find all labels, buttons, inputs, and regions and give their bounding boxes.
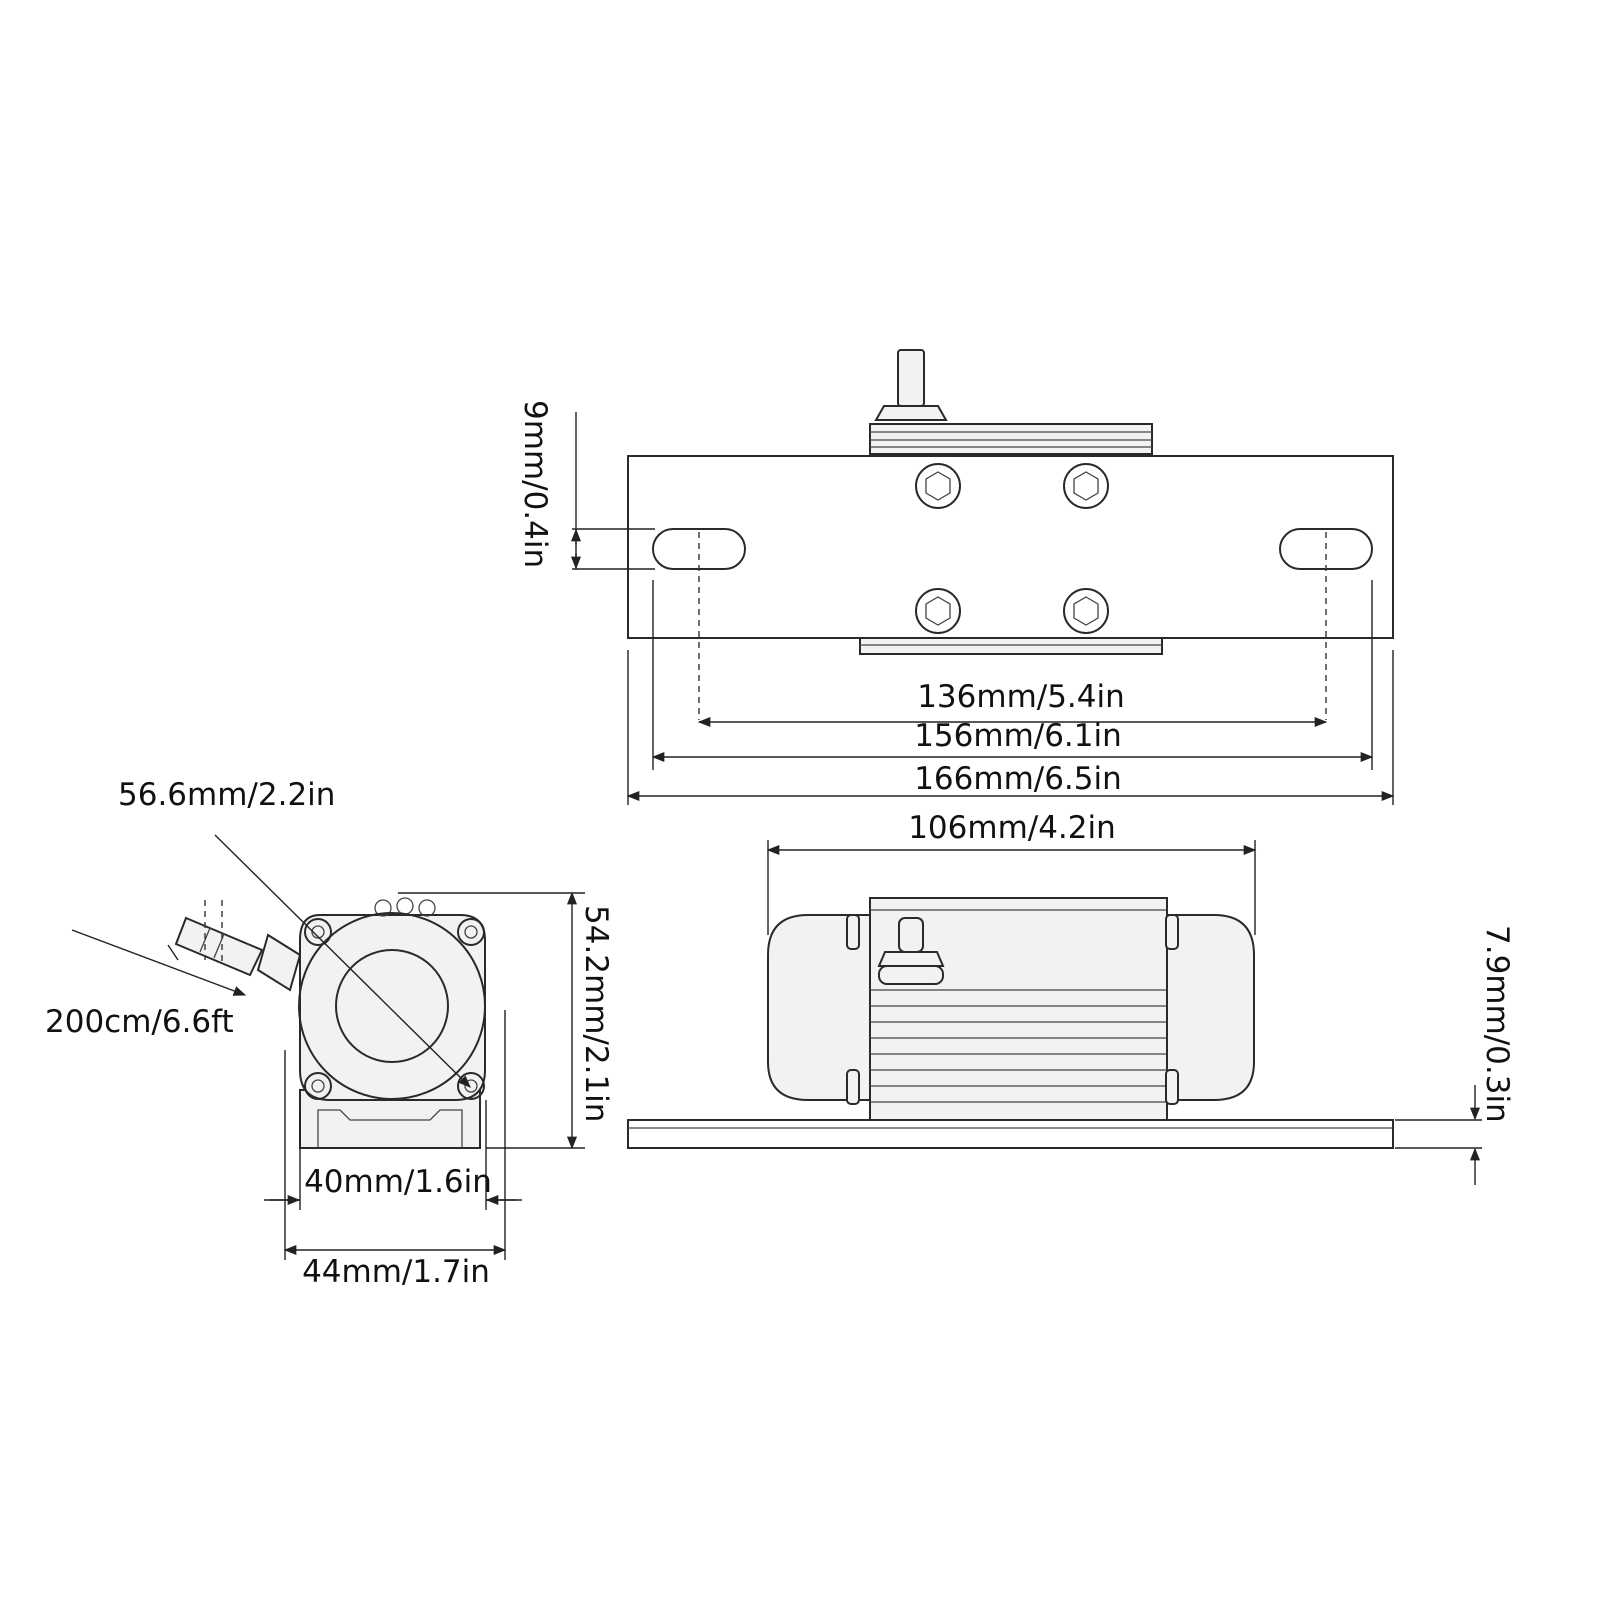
mounting-plate	[627, 455, 1394, 639]
dim-end-outer-width: 44mm/1.7in	[302, 1254, 490, 1290]
end-view: 56.6mm/2.2in 200cm/6.6ft 54.2mm/2.1in 40…	[45, 777, 614, 1290]
dim-end-height: 54.2mm/2.1in	[578, 905, 614, 1122]
end-outer-ring	[298, 912, 486, 1100]
motor-end-cap-right	[1151, 914, 1255, 1101]
dim-plate-length: 166mm/6.5in	[914, 761, 1122, 797]
side-base-plate	[627, 1119, 1394, 1149]
cable-gland	[256, 933, 302, 992]
dim-slot-width: 9mm/0.4in	[517, 400, 553, 568]
dim-plate-thickness: 7.9mm/0.3in	[1479, 925, 1515, 1123]
top-view: 9mm/0.4in 136mm/5.4in 156mm/6.1in 166mm/…	[517, 349, 1395, 805]
end-inner-bore	[335, 949, 449, 1063]
bolt-hole	[915, 463, 961, 509]
top-housing-strip	[869, 423, 1153, 455]
side-view: 106mm/4.2in 7.9mm/0.3in	[627, 810, 1515, 1185]
side-terminal-post	[898, 917, 924, 953]
dim-cable-length: 200cm/6.6ft	[45, 1004, 234, 1040]
bolt-hole	[1063, 463, 1109, 509]
motor-end-cap-left	[767, 914, 871, 1101]
dim-end-inner-width: 40mm/1.6in	[304, 1164, 492, 1200]
bolt-hole	[915, 588, 961, 634]
bolt-hole	[1063, 588, 1109, 634]
dim-slot-outer-spacing: 156mm/6.1in	[914, 718, 1122, 754]
dim-motor-length: 106mm/4.2in	[908, 810, 1116, 846]
dim-hole-spacing: 136mm/5.4in	[917, 679, 1125, 715]
dim-flange-diagonal: 56.6mm/2.2in	[118, 777, 335, 813]
top-terminal-nut	[874, 405, 948, 421]
bottom-housing-strip	[859, 637, 1163, 655]
top-terminal-post	[897, 349, 925, 407]
